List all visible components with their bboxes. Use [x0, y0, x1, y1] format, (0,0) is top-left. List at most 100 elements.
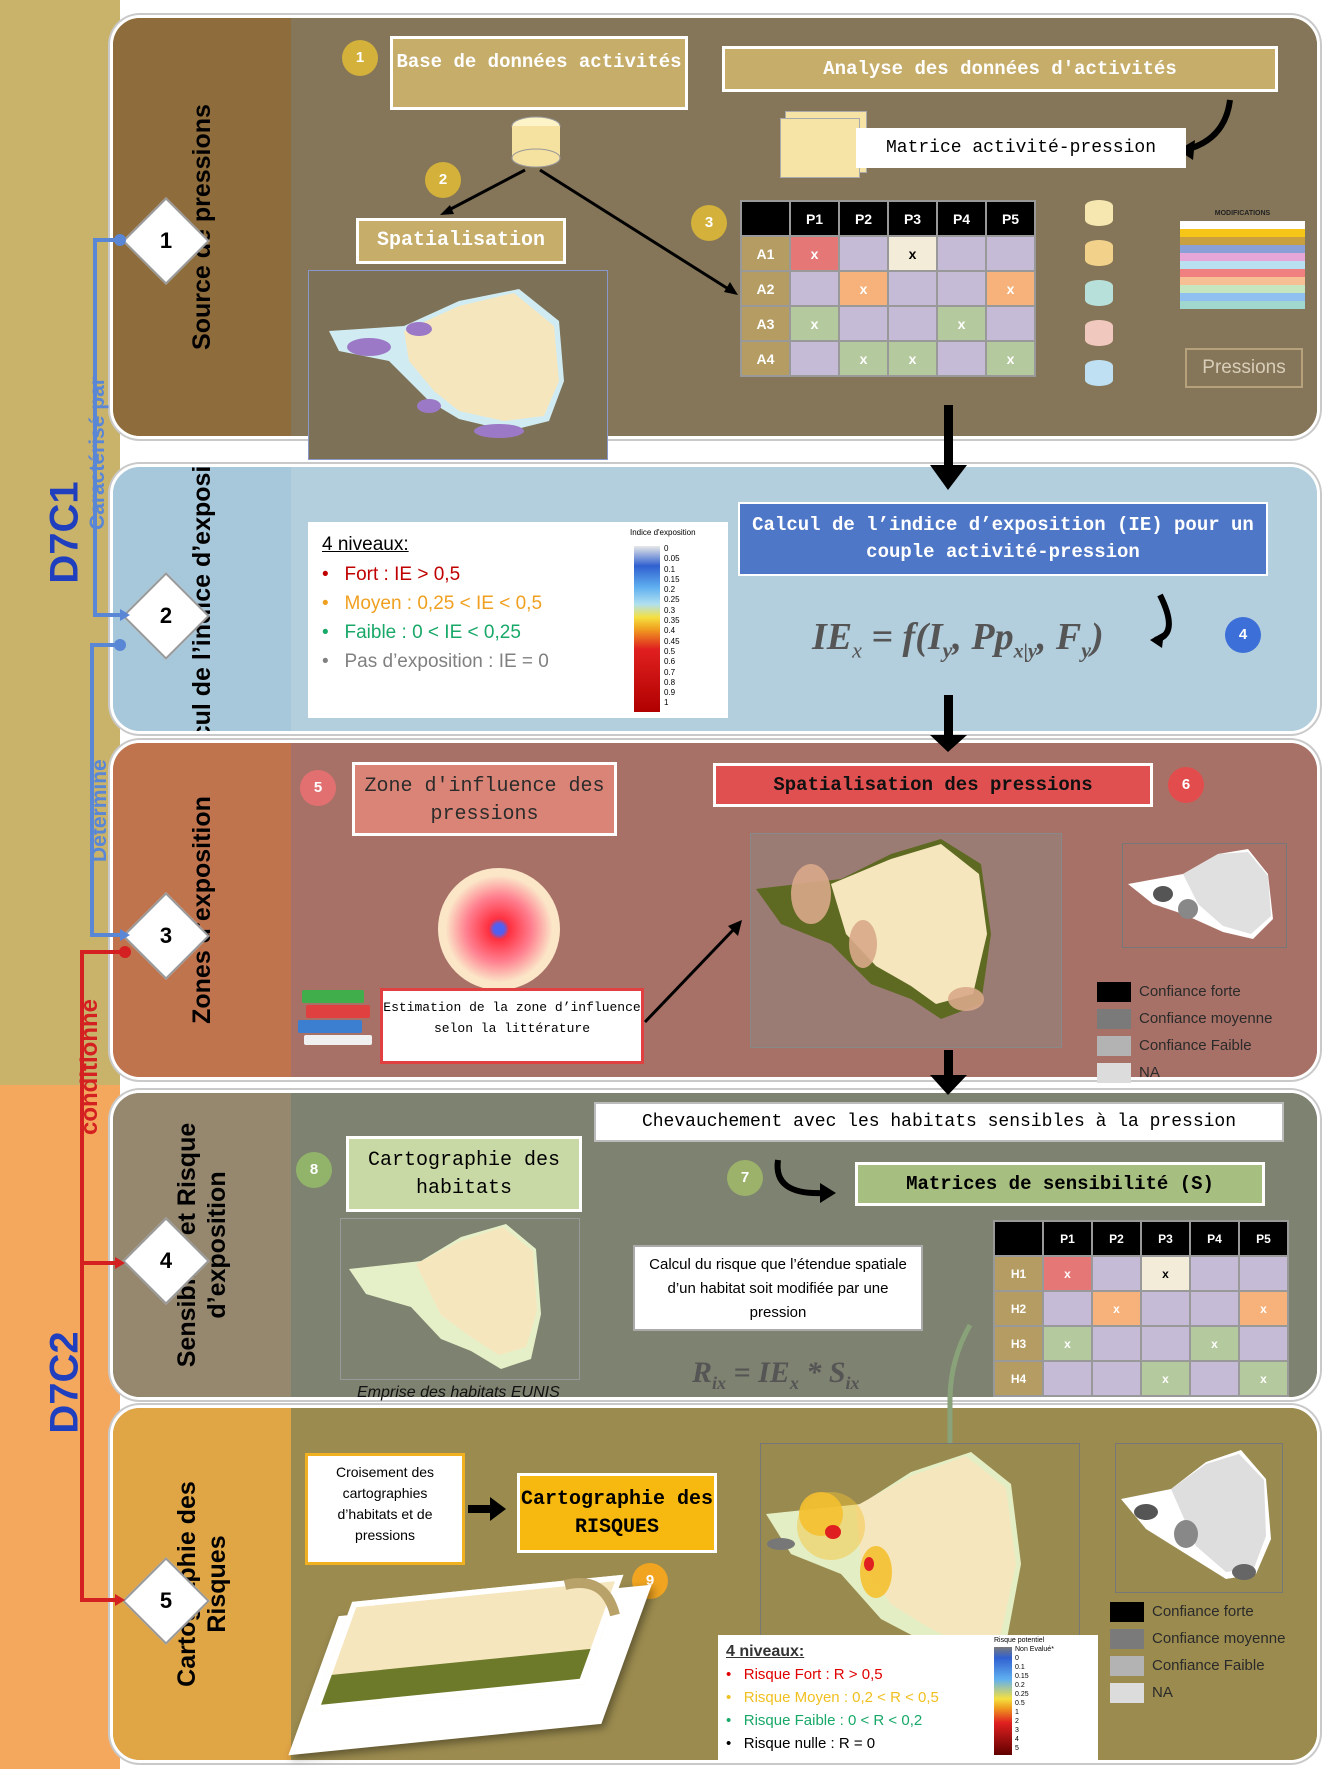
cartographie-risques-box: Cartographie des RISQUES	[517, 1473, 717, 1553]
db-activites-box: Base de données activités	[390, 36, 688, 110]
step-circle-5: 5	[300, 770, 336, 806]
exposure-scale-tick: 1	[664, 698, 669, 708]
emprise-caption: Emprise des habitats EUNIS	[357, 1384, 560, 1401]
scale-title: Indice d'exposition	[630, 528, 696, 537]
map-habitats-shape	[349, 1224, 541, 1369]
exposure-scale-tick: 0.3	[664, 605, 676, 615]
curved-arrow-b2	[1150, 593, 1172, 648]
step-circle-6: 6	[1168, 767, 1204, 803]
exposure-scale-tick: 0.2	[664, 585, 676, 595]
risk-moyen: • Risque Moyen : 0,2 < R < 0,5	[726, 1689, 939, 1706]
spatialisation-box: Spatialisation	[356, 218, 566, 264]
exposure-scale-tick: 0.6	[664, 657, 676, 667]
risk-scale-title: Risque potentiel	[994, 1637, 1045, 1644]
calcul-ie-box: Calcul de l’indice d’exposition (IE) pou…	[738, 502, 1268, 576]
risk-fort: • Risque Fort : R > 0,5	[726, 1666, 883, 1683]
risk-scale-tick: 0.25	[1015, 1691, 1029, 1698]
matrice-activite-pression-box: Matrice activité-pression	[856, 128, 1186, 168]
confiance-legend-b5: Confiance forte Confiance moyenne Confia…	[1110, 1598, 1285, 1706]
risk-scale-tick: 0.5	[1015, 1700, 1025, 1707]
map-risques	[760, 1443, 1080, 1693]
exposure-color-scale	[634, 546, 660, 712]
chevauchement-box: Chevauchement avec les habitats sensible…	[594, 1102, 1284, 1142]
conf-moyenne: Confiance moyenne	[1097, 1005, 1272, 1032]
risk-scale-tick: Non Evalué*	[1015, 1646, 1054, 1653]
exposure-scale-tick: 0.7	[664, 667, 676, 677]
exposure-scale-tick: 0.25	[664, 595, 680, 605]
step-circle-4: 4	[1225, 617, 1261, 653]
map-spatialisation	[308, 270, 608, 460]
levels-title: 4 niveaux:	[322, 534, 409, 555]
influence-zone-icon	[438, 868, 560, 990]
cartographie-habitats-box: Cartographie des habitats	[346, 1136, 582, 1212]
exposure-levels-legend: 4 niveaux: • Fort : IE > 0,5 • Moyen : 0…	[308, 522, 728, 718]
risk-levels-list: • Risque Fort : R > 0,5 • Risque Moyen :…	[726, 1663, 1090, 1755]
document-stack-icon	[780, 118, 860, 178]
step-circle-7: 7	[727, 1160, 763, 1196]
connector-determine	[90, 643, 120, 937]
conf5-moyenne: Confiance moyenne	[1110, 1625, 1285, 1652]
confiance-legend-b3: Confiance forte Confiance moyenne Confia…	[1097, 978, 1272, 1086]
analyse-donnees-box: Analyse des données d'activités	[722, 46, 1278, 92]
band-3-label-area: Zones d’exposition	[113, 743, 291, 1077]
connector-characterise	[93, 238, 120, 617]
step-circle-8: 8	[296, 1152, 332, 1188]
overlap-connector	[947, 1323, 973, 1510]
step-circle-1: 1	[342, 40, 378, 76]
level-fort: • Fort : IE > 0,5	[322, 564, 461, 585]
risk-scale-tick: 2	[1015, 1718, 1019, 1725]
pressions-label: Pressions	[1185, 348, 1303, 388]
d7c2-strip	[0, 1085, 120, 1769]
exposure-scale-tick: 0.8	[664, 677, 676, 687]
level-nul: • Pas d’exposition : IE = 0	[322, 651, 549, 672]
map-spatialisation-shape	[329, 289, 564, 438]
risk-scale-tick: 0.15	[1015, 1673, 1029, 1680]
risk-levels-legend: 4 niveaux: • Risque Fort : R > 0,5 • Ris…	[718, 1635, 1098, 1761]
connector-conditionne	[80, 950, 125, 1602]
exposure-scale-tick: 0.35	[664, 616, 680, 626]
conf5-na: NA	[1110, 1679, 1285, 1706]
d7c1-strip	[0, 0, 120, 1085]
exposure-scale-tick: 0.4	[664, 626, 676, 636]
risk-scale-tick: 4	[1015, 1736, 1019, 1743]
conf5-forte: Confiance forte	[1110, 1598, 1285, 1625]
risk-faible: • Risque Faible : 0 < R < 0,2	[726, 1712, 923, 1729]
croisement-box: Croisement des cartographies d’habitats …	[305, 1453, 465, 1565]
calcul-risque-box: Calcul du risque que l’étendue spatiale …	[633, 1245, 923, 1331]
map-confiance-b5	[1115, 1443, 1283, 1593]
step-circle-3: 3	[691, 205, 727, 241]
level-faible: • Faible : 0 < IE < 0,25	[322, 622, 521, 643]
exposure-scale-tick: 0.5	[664, 646, 676, 656]
risk-scale-tick: 0.2	[1015, 1682, 1025, 1689]
estimation-arrow	[643, 920, 742, 1024]
levels-list: • Fort : IE > 0,5 • Moyen : 0,25 < IE < …	[322, 560, 714, 676]
label-determine: Détermine	[88, 759, 111, 862]
map-confiance-b5-shape	[1121, 1450, 1271, 1580]
risk-scale-tick: 5	[1015, 1745, 1019, 1752]
spatialisation-pressions-box: Spatialisation des pressions	[713, 763, 1153, 807]
risk-scale-tick: 1	[1015, 1709, 1019, 1716]
risk-formula: Rix = IEx * Six	[692, 1356, 860, 1393]
map-confiance-b3	[1122, 843, 1287, 948]
band1-arrows	[440, 99, 1233, 295]
conf-faible: Confiance Faible	[1097, 1032, 1272, 1059]
conf-forte: Confiance forte	[1097, 978, 1272, 1005]
database-icon	[511, 116, 561, 168]
map-risques-shape	[766, 1452, 1021, 1664]
risk-scale-tick: 0	[1015, 1655, 1019, 1662]
step-circle-2: 2	[425, 162, 461, 198]
level-moyen: • Moyen : 0,25 < IE < 0,5	[322, 593, 543, 614]
zone-influence-box: Zone d'influence des pressions	[352, 762, 617, 836]
pressure-db-icons	[1085, 200, 1115, 400]
risk-color-scale	[994, 1647, 1012, 1755]
exposure-scale-tick: 0	[664, 544, 669, 553]
risk-nulle: • Risque nulle : R = 0	[726, 1735, 876, 1752]
matrices-sensibilite-box: Matrices de sensibilité (S)	[855, 1162, 1265, 1206]
map-habitats	[340, 1218, 580, 1380]
risk-scale-tick: 0.1	[1015, 1664, 1025, 1671]
